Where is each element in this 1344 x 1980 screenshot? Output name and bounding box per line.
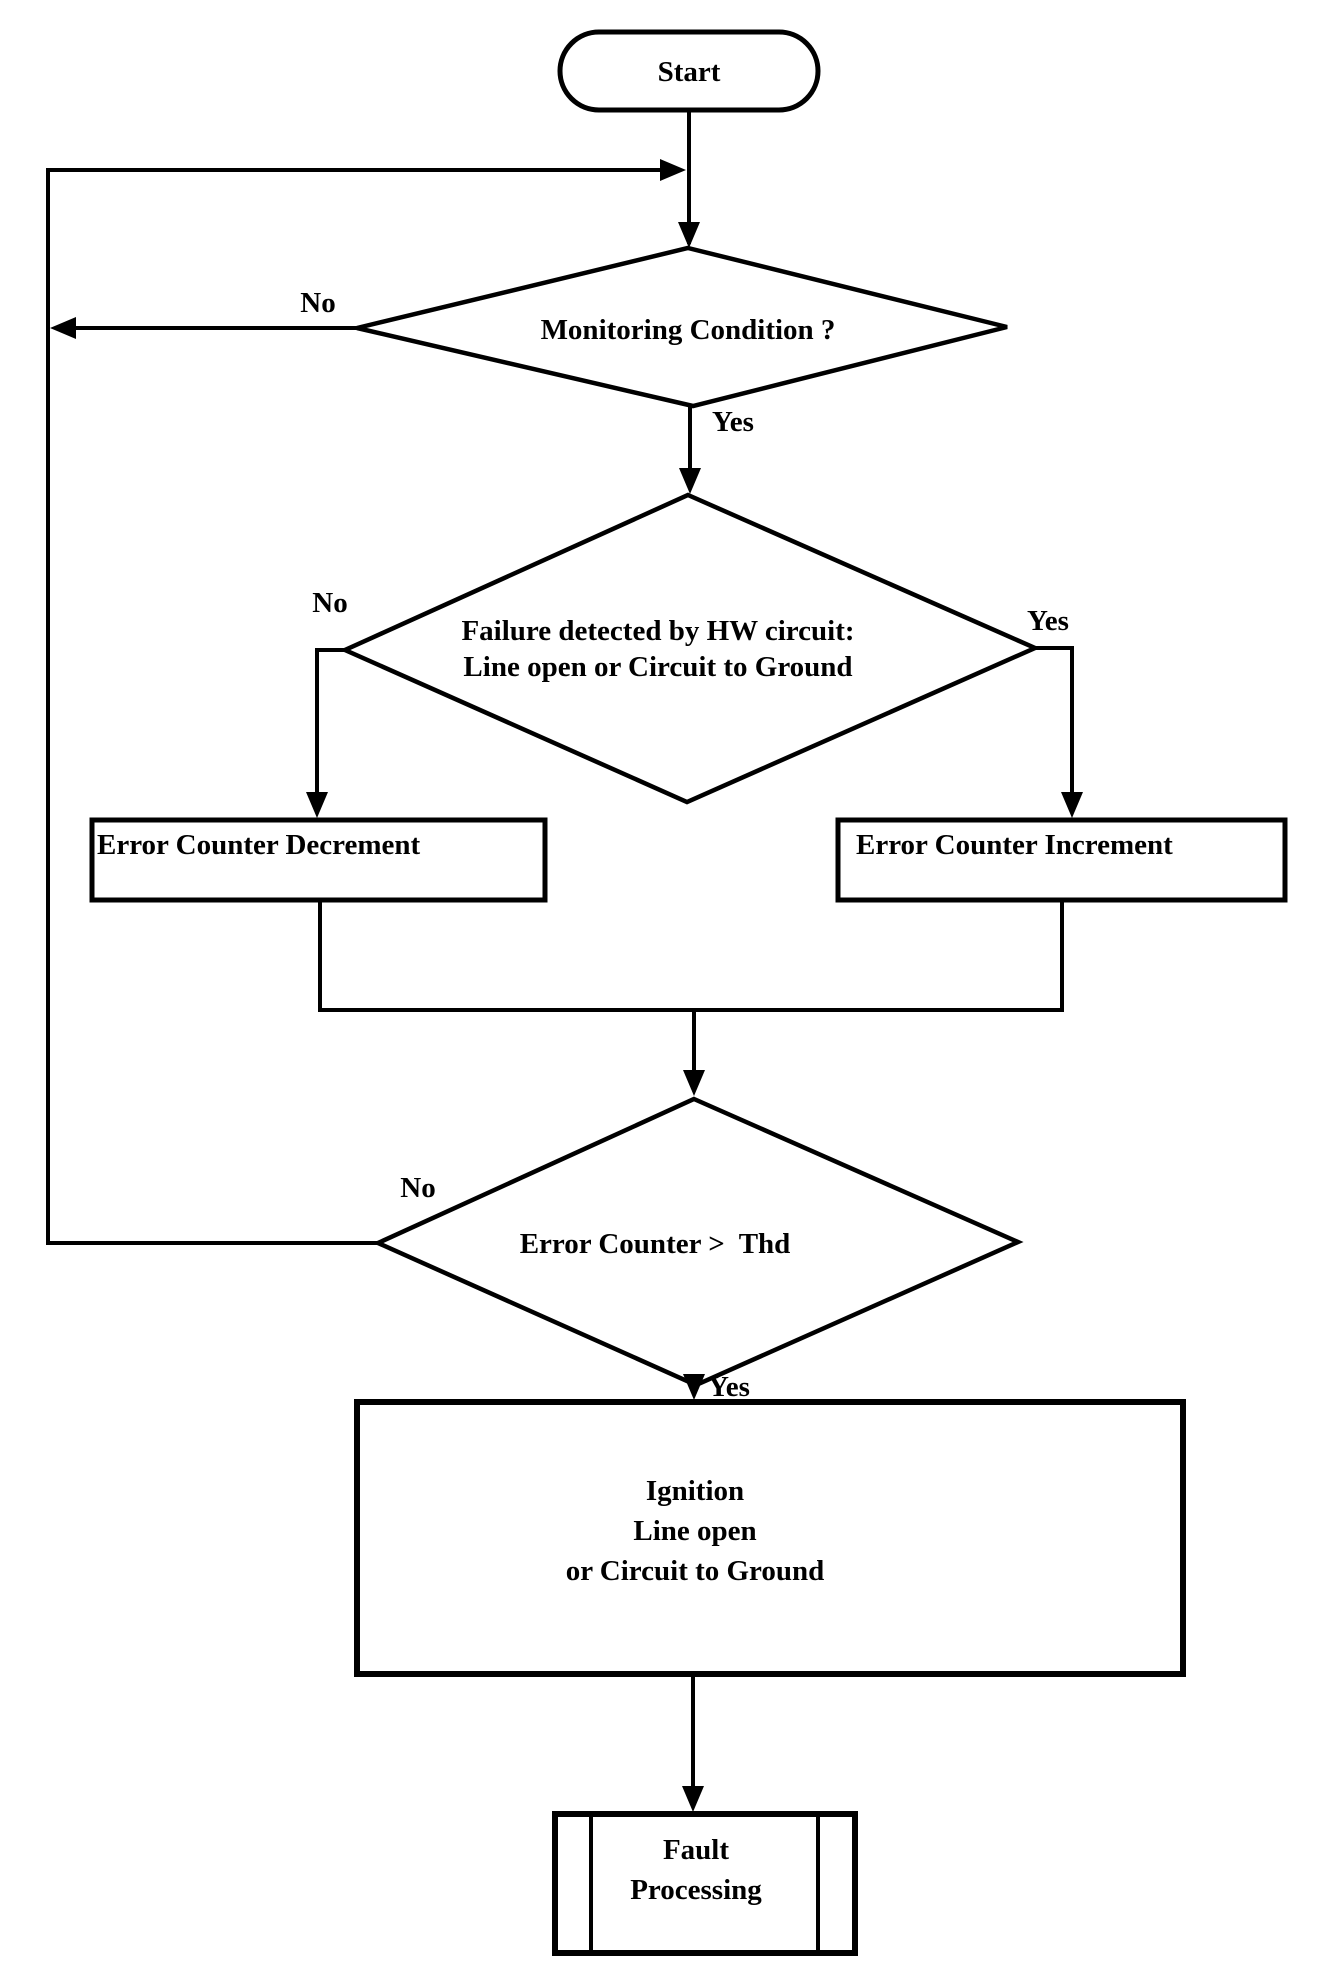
arrowhead-monitoring-yes (679, 468, 701, 494)
monitoring-yes-label: Yes (712, 406, 754, 438)
fault-label-line1: Fault (663, 1834, 729, 1866)
ignition-label-line2: Line open (633, 1515, 756, 1547)
start-terminator (557, 29, 821, 113)
threshold-yes-label: Yes (708, 1371, 750, 1403)
decrement-label: Error Counter Decrement (97, 829, 421, 861)
arrowhead-into-monitoring (678, 222, 700, 248)
threshold-label: Error Counter > Thd (520, 1228, 791, 1260)
edge-failure-yes (1035, 646, 1074, 796)
monitoring-no-label: No (300, 287, 335, 319)
failure-no-label: No (312, 587, 347, 619)
increment-label: Error Counter Increment (856, 829, 1173, 861)
failure-yes-label: Yes (1027, 605, 1069, 637)
edge-failure-no (315, 648, 345, 796)
failure-label-line2: Line open or Circuit to Ground (463, 651, 852, 683)
edge-loop-return (46, 168, 662, 1245)
monitoring-label: Monitoring Condition ? (541, 314, 836, 346)
ignition-process-box (354, 1399, 1186, 1677)
threshold-no-label: No (400, 1172, 435, 1204)
monitoring-decision-diamond (356, 245, 1008, 409)
arrowhead-into-decrement (306, 792, 328, 818)
arrowhead-into-threshold (683, 1070, 705, 1096)
arrowhead-into-increment (1061, 792, 1083, 818)
ignition-label-line3: or Circuit to Ground (566, 1555, 825, 1587)
ignition-label-line1: Ignition (646, 1475, 744, 1507)
arrowhead-monitoring-no (50, 317, 76, 339)
fault-label-line2: Processing (630, 1874, 762, 1906)
decrement-process-box (89, 817, 548, 903)
failure-label-line1: Failure detected by HW circuit: (461, 615, 854, 647)
fault-predefined-process-box (552, 1811, 858, 1956)
increment-process-box (835, 817, 1288, 903)
start-label: Start (658, 56, 721, 88)
arrowhead-into-ignition (683, 1374, 705, 1400)
threshold-decision-diamond (372, 1096, 1024, 1388)
failure-decision-diamond (339, 492, 1041, 805)
arrowhead-loop-join (660, 159, 686, 181)
arrowhead-into-fault (682, 1786, 704, 1812)
